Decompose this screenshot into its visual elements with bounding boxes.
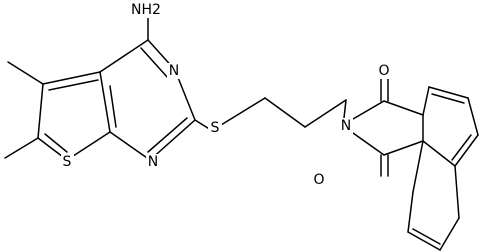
bond	[140, 47, 169, 79]
atom-label-n3: N	[169, 63, 179, 79]
bond	[147, 117, 188, 153]
atom-label-o-top: O	[378, 63, 389, 79]
atom-carbonyl-o-bottom: O	[312, 172, 327, 188]
bonds	[4, 11, 479, 251]
bond	[99, 71, 111, 133]
bond	[44, 133, 68, 153]
bond	[383, 100, 424, 116]
bond	[66, 131, 111, 161]
bond	[412, 228, 441, 245]
bond	[352, 100, 385, 120]
bond	[304, 99, 347, 128]
bond	[4, 137, 39, 159]
bond	[428, 86, 469, 99]
bond	[431, 93, 465, 104]
atom-pyrimidine-n3: N	[167, 63, 181, 79]
atom-label-amino: NH2	[131, 2, 161, 18]
bond	[343, 99, 347, 119]
bond	[412, 140, 424, 193]
atom-thiophene-s: S	[61, 154, 74, 170]
atom-pyrimidine-n1: N	[146, 154, 160, 170]
bond	[407, 191, 414, 233]
atom-label-o-bottom: O	[313, 172, 324, 188]
bond	[42, 71, 101, 85]
bond	[407, 231, 441, 251]
bond	[454, 134, 479, 167]
atom-carbonyl-o-top: O	[377, 63, 392, 79]
bond	[220, 97, 266, 126]
bond	[7, 61, 44, 85]
bond	[383, 140, 424, 156]
bond	[109, 85, 117, 128]
bond	[422, 140, 456, 167]
bond	[99, 39, 149, 73]
bond	[467, 97, 479, 136]
atoms: NH2 N N S S N O O	[61, 1, 392, 188]
bond	[352, 132, 385, 156]
bond	[149, 119, 196, 161]
bond	[422, 86, 430, 116]
bond	[109, 131, 151, 161]
bond	[454, 165, 460, 219]
atom-label-thiophene-s: S	[63, 154, 72, 170]
atom-imide-n: N	[339, 118, 353, 134]
bond	[439, 217, 460, 251]
bond	[48, 79, 99, 91]
bond	[37, 83, 44, 139]
atom-label-linker-s: S	[211, 120, 220, 136]
bond	[451, 134, 472, 161]
bond	[264, 97, 306, 128]
atom-label-n1: N	[148, 154, 158, 170]
atom-linker-s: S	[208, 120, 222, 136]
atom-label-imide-n: N	[341, 118, 351, 134]
atom-amino: NH2	[128, 1, 164, 18]
